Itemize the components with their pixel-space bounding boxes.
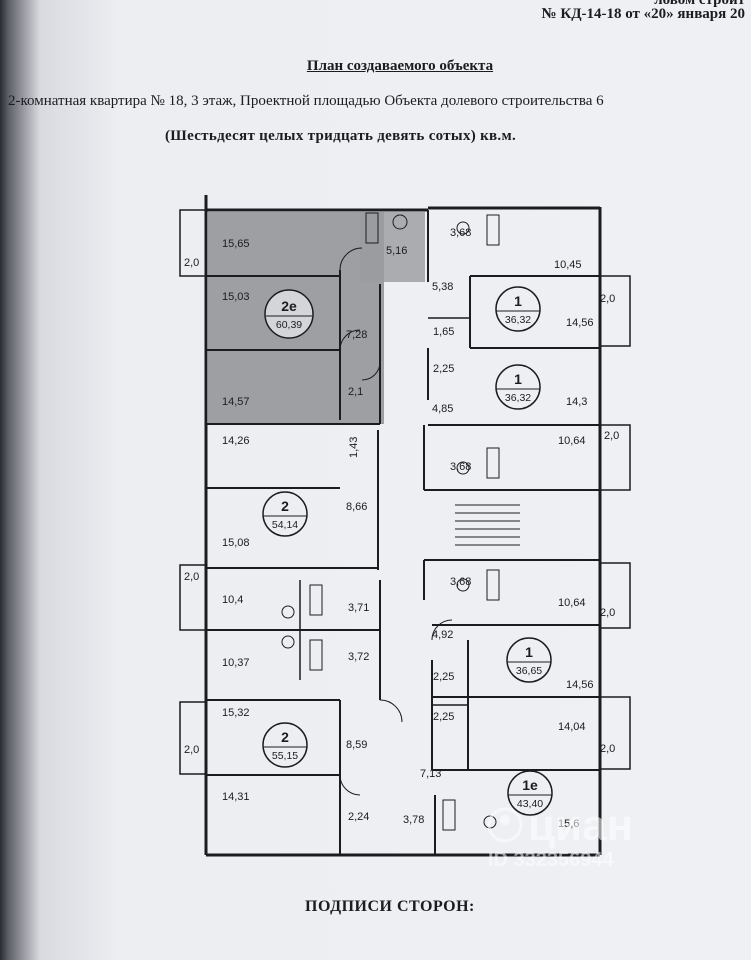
apartment-code: 1е — [522, 777, 538, 793]
apartment-marker: 2 54,14 — [262, 491, 308, 537]
apartment-code: 1 — [514, 371, 522, 387]
room-area-label: 4,92 — [432, 629, 453, 641]
room-area-label: 2,24 — [348, 811, 369, 823]
room-area-label: 2,0 — [604, 430, 619, 442]
room-area-label: 14,3 — [566, 396, 587, 408]
apartment-area: 54,14 — [272, 519, 298, 531]
room-area-label: 3,68 — [450, 227, 471, 239]
room-area-label: 2,1 — [348, 386, 363, 398]
apartment-description: 2-комнатная квартира № 18, 3 этаж, Проек… — [8, 93, 604, 109]
room-area-label: 7,28 — [346, 329, 367, 341]
apartment-code: 2 — [281, 729, 289, 745]
room-area-label: 2,25 — [433, 711, 454, 723]
room-area-label: 2,0 — [600, 293, 615, 305]
apartment-marker: 2 55,15 — [262, 722, 308, 768]
room-area-label: 2,0 — [184, 744, 199, 756]
room-area-label: 3,68 — [450, 576, 471, 588]
room-area-label: 8,59 — [346, 739, 367, 751]
room-area-label: 10,37 — [222, 657, 250, 669]
room-area-label: 15,6 — [558, 818, 579, 830]
apartment-area: 36,65 — [516, 665, 542, 677]
room-area-label: 2,25 — [433, 363, 454, 375]
apartment-marker: 1 36,32 — [495, 364, 541, 410]
apartment-marker: 2е 60,39 — [264, 289, 314, 339]
room-area-label: 2,25 — [433, 671, 454, 683]
apartment-area: 55,15 — [272, 750, 298, 762]
apartment-marker: 1 36,65 — [506, 637, 552, 683]
room-area-label: 3,72 — [348, 651, 369, 663]
room-area-label: 10,64 — [558, 435, 586, 447]
apartment-marker: 1 36,32 — [495, 286, 541, 332]
contract-number: № КД-14-18 от «20» января 20 — [541, 6, 746, 22]
watermark-id: ID 332356944 — [488, 849, 615, 871]
apartment-code: 2 — [281, 498, 289, 514]
room-area-label: 14,04 — [558, 721, 586, 733]
apartment-area: 60,39 — [276, 319, 302, 331]
header-top-line: ловом строит — [654, 0, 745, 8]
room-area-label: 4,85 — [432, 403, 453, 415]
room-area-label: 3,68 — [450, 461, 471, 473]
room-area-label: 10,45 — [554, 259, 582, 271]
room-area-label: 5,16 — [386, 245, 407, 257]
room-area-label: 1,65 — [433, 326, 454, 338]
plan-title: План создаваемого объекта — [306, 58, 494, 74]
room-area-label: 2,0 — [600, 743, 615, 755]
room-area-label: 2,0 — [184, 571, 199, 583]
room-area-label: 5,38 — [432, 281, 453, 293]
room-area-label: 14,57 — [222, 396, 250, 408]
room-area-label: 8,66 — [346, 501, 367, 513]
room-area-label: 10,64 — [558, 597, 586, 609]
room-area-label: 1,43 — [348, 437, 360, 458]
apartment-code: 2е — [281, 298, 297, 314]
room-area-label: 10,4 — [222, 594, 243, 606]
area-in-words: (Шестьдесят целых тридцать девять сотых)… — [165, 128, 517, 144]
room-area-label: 15,65 — [222, 238, 250, 250]
highlighted-bathroom — [360, 212, 425, 282]
room-area-label: 2,0 — [184, 257, 199, 269]
room-area-label: 15,03 — [222, 291, 250, 303]
apartment-code: 1 — [514, 293, 522, 309]
signatures-heading: ПОДПИСИ СТОРОН: — [305, 898, 475, 915]
room-area-label: 14,26 — [222, 435, 250, 447]
apartment-area: 36,32 — [505, 392, 531, 404]
room-area-label: 2,0 — [600, 607, 615, 619]
apartment-area: 43,40 — [517, 798, 543, 810]
room-area-label: 14,56 — [566, 317, 594, 329]
room-area-label: 3,78 — [403, 814, 424, 826]
watermark-brand: циан — [528, 801, 633, 850]
room-area-label: 3,71 — [348, 602, 369, 614]
room-area-label: 14,56 — [566, 679, 594, 691]
room-area-label: 15,08 — [222, 537, 250, 549]
room-area-label: 14,31 — [222, 791, 250, 803]
room-area-label: 7,13 — [420, 768, 441, 780]
watermark-logo-icon — [487, 807, 523, 843]
apartment-marker: 1е 43,40 — [507, 770, 553, 816]
room-area-label: 15,32 — [222, 707, 250, 719]
apartment-code: 1 — [525, 644, 533, 660]
apartment-area: 36,32 — [505, 314, 531, 326]
